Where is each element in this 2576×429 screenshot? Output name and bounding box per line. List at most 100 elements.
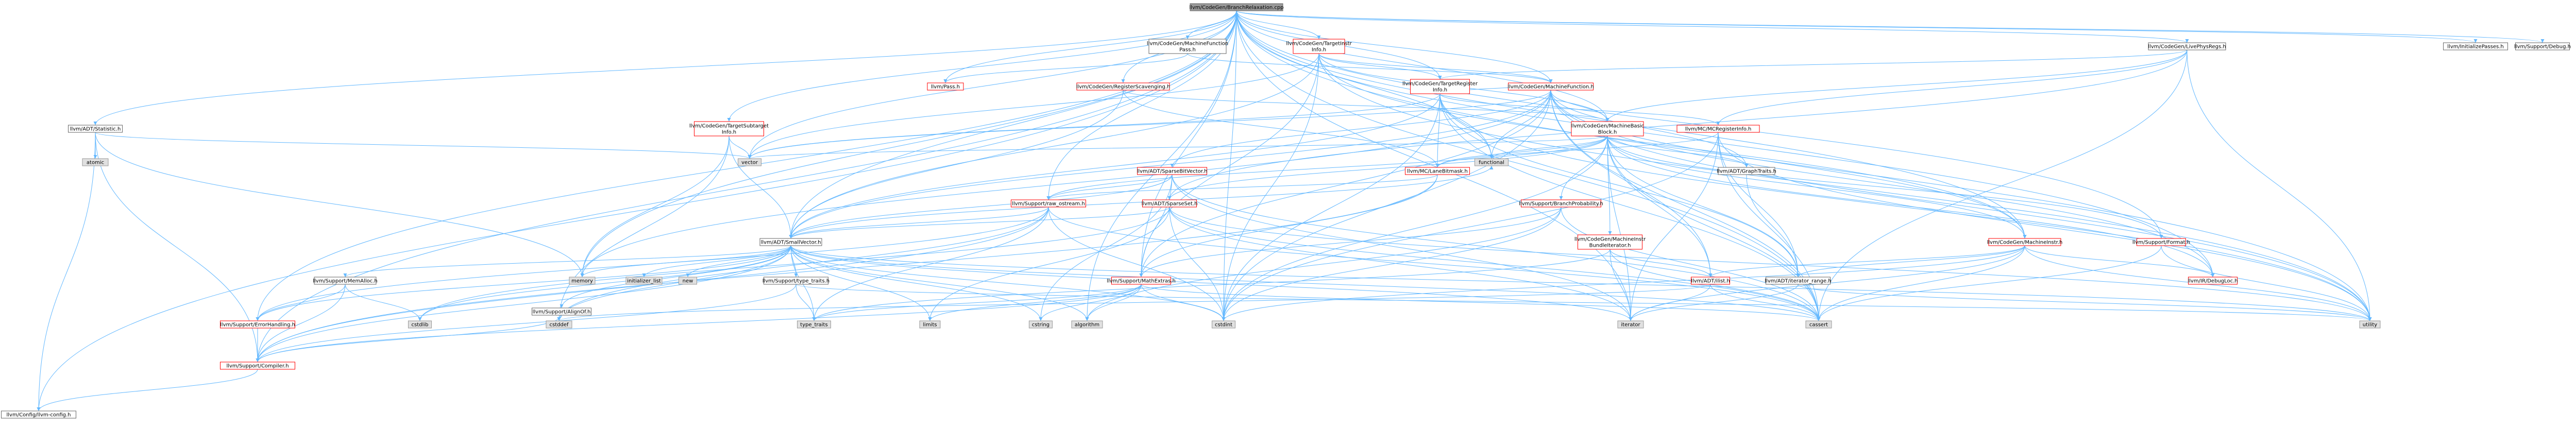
edge-minstr-to-ilist: [1708, 245, 2025, 278]
edge-rawostream-to-cstdint: [1048, 207, 1226, 321]
node-errhandling[interactable]: llvm/Support/ErrorHandling.h: [220, 320, 295, 329]
edge-root-to-mbb: [1236, 10, 1609, 122]
edge-mf-to-minstr: [1550, 90, 2027, 239]
node-ilist[interactable]: llvm/ADT/ilist.h: [1691, 277, 1730, 285]
edge-tii-to-minstr: [1318, 53, 2027, 239]
node-graphtraits[interactable]: llvm/ADT/GraphTraits.h: [1717, 167, 1776, 175]
node-statistic[interactable]: llvm/ADT/Statistic.h: [68, 125, 123, 133]
node-debugloc[interactable]: llvm/IR/DebugLoc.h: [2188, 277, 2238, 285]
edge-typetraitsh-to-typetraits: [795, 284, 816, 321]
edge-root-to-debugloc: [1236, 10, 2215, 278]
node-rawostream[interactable]: llvm/Support/raw_ostream.h: [1011, 199, 1086, 208]
edge-statistic-to-memory: [95, 132, 584, 278]
node-lpr-label: llvm/CodeGen/LivePhysRegs.h: [2148, 44, 2226, 50]
edge-lpr-to-utility: [2187, 49, 2372, 321]
node-iterator: iterator: [1617, 320, 1644, 329]
edge-alignof-to-compiler: [256, 315, 562, 363]
node-atomic: atomic: [82, 158, 109, 166]
node-mathextras-label: llvm/Support/MathExtras.h: [1107, 279, 1176, 284]
node-mf[interactable]: llvm/CodeGen/MachineFunction.h: [1507, 82, 1594, 91]
edge-smallvector-to-algorithm: [790, 245, 1089, 321]
node-iterrange-box: [1766, 277, 1831, 285]
edge-sparseset-to-cstdlib: [418, 207, 1170, 321]
edge-sparseset-to-limits: [928, 207, 1170, 321]
edge-smallvector-to-errhandling: [256, 245, 791, 321]
edge-root-to-config: [37, 10, 1237, 411]
edge-memalloc-to-cstdlib: [345, 284, 422, 321]
node-tri-box: [1410, 79, 1470, 94]
edge-regscav-to-mbb: [1123, 90, 1609, 122]
node-compiler[interactable]: llvm/Support/Compiler.h: [220, 362, 295, 370]
edge-sbv-to-rawostream: [1046, 174, 1173, 200]
node-cstddef: cstddef: [546, 320, 572, 329]
node-format[interactable]: llvm/Support/Format.h: [2132, 238, 2190, 246]
node-initpasses[interactable]: llvm/InitializePasses.h: [2443, 42, 2508, 50]
node-root[interactable]: llvm/CodeGen/BranchRelaxation.cpp: [1189, 3, 1284, 11]
edge-sbv-to-cstring: [1039, 174, 1173, 321]
edge-mbb-to-cstdint: [1222, 135, 1608, 321]
node-mfpass-label-line1: llvm/CodeGen/MachineFunction: [1147, 41, 1228, 47]
edge-mathextras-to-compiler: [256, 284, 1142, 363]
edge-mfpass-to-mf: [1187, 53, 1553, 83]
node-alignof-box: [532, 307, 591, 316]
node-statistic-label: llvm/ADT/Statistic.h: [70, 127, 121, 132]
edge-tri-to-mcreginfo: [1439, 93, 1720, 126]
edge-mf-to-memory: [580, 90, 1551, 278]
node-lpr[interactable]: llvm/CodeGen/LivePhysRegs.h: [2148, 42, 2226, 50]
node-iterrange[interactable]: llvm/ADT/iterator_range.h: [1765, 277, 1832, 285]
node-smallvector-box: [759, 238, 822, 246]
edge-smallvector-to-cassert: [790, 245, 1821, 321]
node-config[interactable]: llvm/Config/llvm-config.h: [1, 410, 76, 419]
edge-root-to-functional: [1236, 10, 1494, 159]
edge-smallvector-to-cstdlib: [418, 245, 791, 321]
node-tsi-label-line1: llvm/CodeGen/TargetSubtarget: [689, 124, 769, 129]
node-debug[interactable]: llvm/Support/Debug.h: [2514, 42, 2571, 50]
edge-ilist-to-cassert: [1710, 284, 1821, 321]
edge-mbb-to-rawostream: [1046, 135, 1608, 200]
node-cassert: cassert: [1805, 320, 1832, 329]
node-regscav[interactable]: llvm/CodeGen/RegisterScavenging.h: [1076, 82, 1171, 91]
edge-sparseset-to-cassert: [1169, 207, 1821, 321]
node-pass-label: llvm/Pass.h: [931, 84, 960, 90]
edge-mf-to-mbb: [1550, 90, 1609, 122]
nodes-layer: llvm/CodeGen/BranchRelaxation.cpp llvm/Co…: [1, 3, 2571, 419]
edge-statistic-to-vector: [95, 132, 752, 159]
node-sparseset[interactable]: llvm/ADT/SparseSet.h: [1142, 199, 1198, 208]
node-config-box: [1, 410, 76, 419]
node-sbv[interactable]: llvm/ADT/SparseBitVector.h: [1137, 167, 1208, 175]
node-typetraitsh[interactable]: llvm/Support/type_traits.h: [762, 277, 829, 285]
edge-memalloc-to-errhandling: [256, 284, 346, 321]
edge-memalloc-to-compiler: [256, 284, 346, 363]
node-typetraitsh-box: [764, 277, 828, 285]
edge-mcreginfo-to-lanebitmask: [1435, 132, 1719, 168]
node-smallvector[interactable]: llvm/ADT/SmallVector.h: [759, 238, 822, 246]
edge-regscav-to-lanebitmask: [1123, 90, 1439, 168]
edge-smallvector-to-memory: [580, 245, 791, 278]
node-bundleiter[interactable]: llvm/CodeGen/MachineInstrBundleIterator.…: [1574, 234, 1646, 250]
edge-minstr-to-cstdint: [1222, 245, 2025, 321]
node-format-label: llvm/Support/Format.h: [2132, 240, 2190, 246]
node-mcreginfo-label: llvm/MC/MCRegisterInfo.h: [1685, 127, 1752, 132]
edge-lanebitmask-to-mathextras: [1139, 174, 1438, 278]
node-alignof[interactable]: llvm/Support/AlignOf.h: [532, 307, 591, 316]
edge-mbb-to-functional: [1489, 135, 1608, 159]
node-mathextras[interactable]: llvm/Support/MathExtras.h: [1107, 277, 1176, 285]
node-minstr[interactable]: llvm/CodeGen/MachineInstr.h: [1987, 238, 2063, 246]
edge-smallvector-to-memalloc: [343, 245, 791, 278]
node-branchprob[interactable]: llvm/Support/BranchProbability.h: [1519, 199, 1603, 208]
node-mbb-box: [1571, 121, 1644, 136]
node-memalloc[interactable]: llvm/Support/MemAlloc.h: [313, 277, 378, 285]
node-lanebitmask[interactable]: llvm/MC/LaneBitmask.h: [1405, 167, 1470, 175]
node-memory-label: memory: [571, 279, 593, 284]
node-pass[interactable]: llvm/Pass.h: [927, 82, 964, 91]
node-cstdint-box: [1212, 320, 1235, 329]
edge-mbb-to-graphtraits: [1607, 135, 1749, 168]
node-utility-box: [2359, 320, 2381, 329]
node-functional-box: [1475, 158, 1509, 166]
node-mcreginfo[interactable]: llvm/MC/MCRegisterInfo.h: [1676, 125, 1760, 133]
